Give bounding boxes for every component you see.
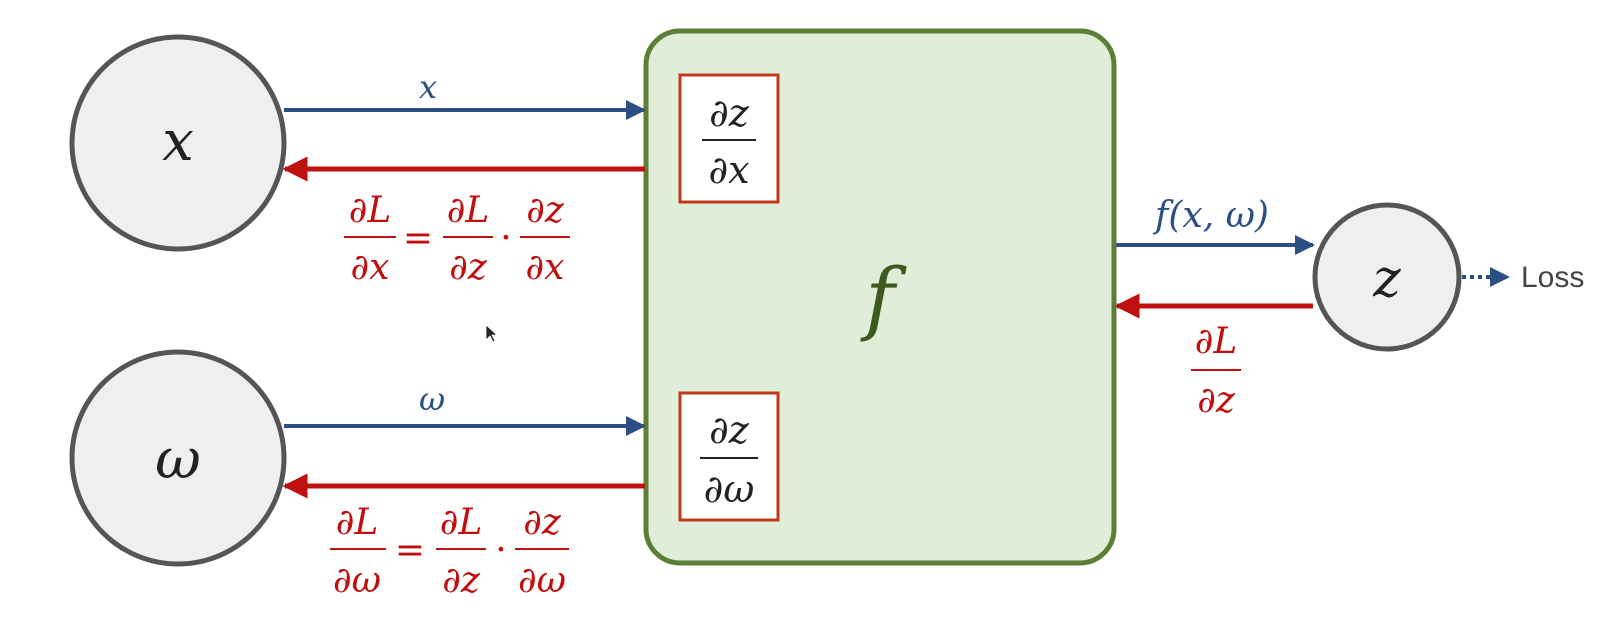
grad-x-t1-den: ∂z bbox=[449, 247, 488, 288]
grad-w-equals: = bbox=[395, 530, 425, 571]
grad-x-t2-den: ∂x bbox=[526, 247, 565, 288]
loss-label: Loss bbox=[1521, 261, 1584, 294]
mouse-cursor-icon bbox=[485, 324, 499, 343]
grad-w-dot: · bbox=[495, 530, 506, 571]
partial-dz-dx-numerator: ∂z bbox=[709, 91, 750, 135]
partial-box-dz-dx: ∂z ∂x bbox=[678, 73, 780, 204]
forward-label-output: f(x, ω) bbox=[1152, 195, 1269, 236]
grad-x-lhs-num: ∂L bbox=[349, 190, 392, 231]
grad-w-lhs-den: ∂ω bbox=[333, 560, 381, 601]
partial-box-dz-dw: ∂z ∂ω bbox=[678, 391, 780, 522]
grad-w-t1-num: ∂L bbox=[440, 502, 483, 543]
grad-x-t2-num: ∂z bbox=[526, 190, 565, 231]
node-x: x bbox=[69, 34, 287, 252]
node-x-label: x bbox=[162, 109, 194, 174]
grad-z-num: ∂L bbox=[1195, 321, 1238, 362]
forward-label-x: x bbox=[419, 68, 437, 106]
grad-z-den: ∂z bbox=[1197, 380, 1236, 421]
node-omega-label: ω bbox=[155, 427, 201, 492]
grad-w-lhs-num: ∂L bbox=[336, 502, 379, 543]
grad-w-t1-den: ∂z bbox=[442, 560, 481, 601]
grad-x-dot: · bbox=[500, 218, 511, 259]
node-z-label: z bbox=[1372, 249, 1401, 309]
node-omega: ω bbox=[69, 349, 287, 567]
gradient-dl-dz: ∂L ∂z bbox=[1191, 321, 1241, 421]
partial-dz-dw-numerator: ∂z bbox=[709, 408, 750, 452]
grad-w-t2-den: ∂ω bbox=[518, 560, 566, 601]
forward-label-omega: ω bbox=[419, 380, 445, 418]
partial-dz-dw-denominator: ∂ω bbox=[704, 467, 755, 511]
grad-w-t2-num: ∂z bbox=[523, 502, 562, 543]
partial-dz-dx-denominator: ∂x bbox=[708, 148, 749, 192]
gradient-dl-dx: ∂L ∂x = ∂L ∂z · ∂z ∂x bbox=[344, 190, 570, 288]
grad-x-lhs-den: ∂x bbox=[351, 247, 390, 288]
grad-x-t1-num: ∂L bbox=[447, 190, 490, 231]
grad-x-equals: = bbox=[403, 218, 433, 259]
node-z: z bbox=[1312, 202, 1462, 352]
gradient-dl-domega: ∂L ∂ω = ∂L ∂z · ∂z ∂ω bbox=[330, 502, 569, 601]
